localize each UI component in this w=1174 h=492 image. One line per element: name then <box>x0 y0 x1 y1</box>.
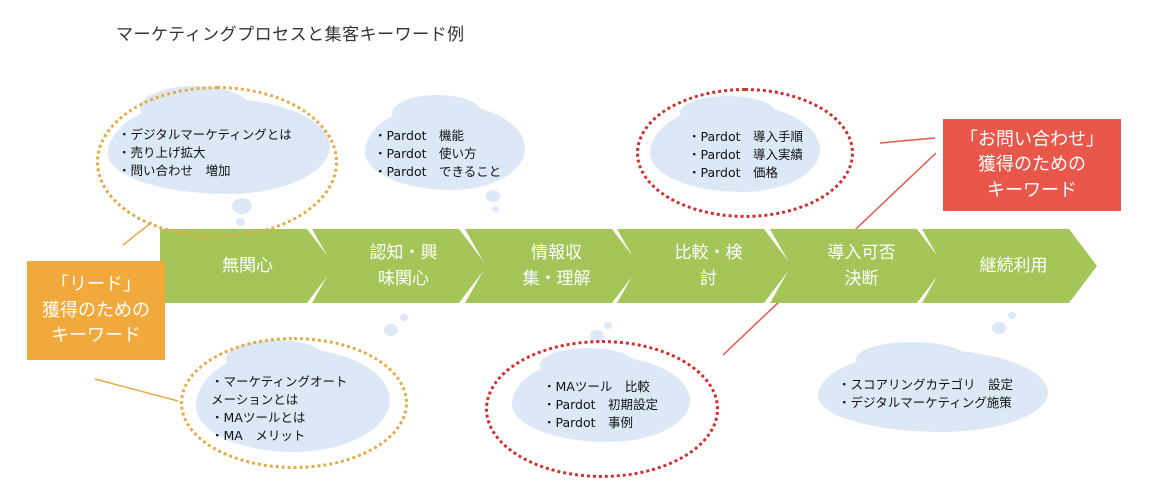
keyword-item: ・Pardot 使い方 <box>374 146 477 161</box>
stage-label: 継続利用 <box>979 255 1048 276</box>
stage-decision: 導入可否 決断 <box>770 229 945 303</box>
stage-label: 情報収 集・理解 <box>522 242 591 289</box>
stage-label: 比較・検 討 <box>674 242 743 289</box>
inquiry-keyword-oval-bottom <box>485 340 719 478</box>
keyword-item: ・Pardot できること <box>374 164 502 179</box>
inquiry-connector-top <box>879 137 936 144</box>
stage-retention: 継続利用 <box>922 229 1097 303</box>
lead-connector-bottom <box>94 378 179 402</box>
keyword-item: ・デジタルマーケティング施策 <box>838 395 1012 410</box>
keyword-item: ・スコアリングカテゴリ 設定 <box>838 377 1014 392</box>
inquiry-keyword-callout: 「お問い合わせ」 獲得のための キーワード <box>943 119 1121 211</box>
stage-label: 無関心 <box>222 255 273 276</box>
keyword-item: ・Pardot 機能 <box>374 128 465 143</box>
stage-unaware: 無関心 <box>160 229 335 303</box>
stage-comparison: 比較・検 討 <box>617 229 792 303</box>
keyword-list-awareness: ・Pardot 機能 ・Pardot 使い方 ・Pardot できること <box>374 127 501 181</box>
lead-keyword-oval-top <box>96 86 338 238</box>
inquiry-keyword-oval-top <box>636 88 854 218</box>
stage-label: 認知・興 味関心 <box>369 242 438 289</box>
diagram-title: マーケティングプロセスと集客キーワード例 <box>116 25 465 45</box>
stage-label: 導入可否 決断 <box>827 242 896 289</box>
stage-research: 情報収 集・理解 <box>465 229 640 303</box>
lead-keyword-callout: 「リード」 獲得のための キーワード <box>27 261 165 360</box>
keyword-list-retention: ・スコアリングカテゴリ 設定 ・デジタルマーケティング施策 <box>838 376 1013 412</box>
lead-keyword-oval-bottom <box>180 337 408 469</box>
lead-connector-top <box>122 221 153 246</box>
stage-awareness: 認知・興 味関心 <box>312 229 487 303</box>
